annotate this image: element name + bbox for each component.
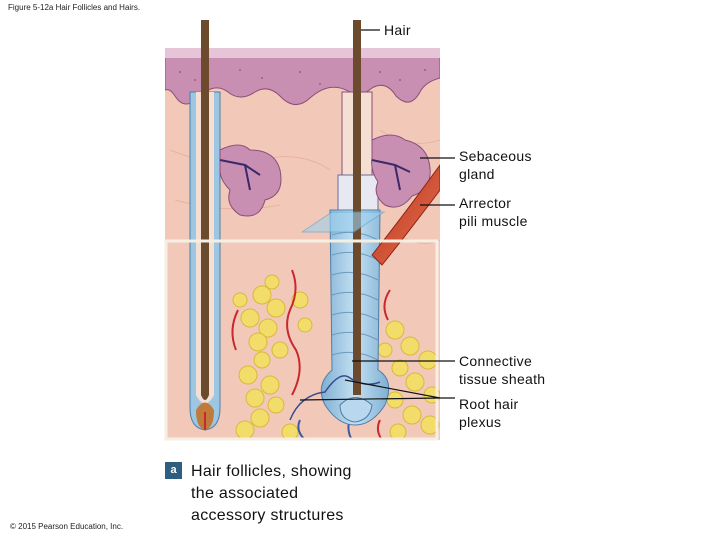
caption-badge: a — [165, 462, 182, 479]
left-sebaceous-gland — [219, 144, 282, 217]
figure-title: Figure 5-12a Hair Follicles and Hairs. — [8, 3, 141, 12]
right-sebaceous-gland — [371, 134, 431, 208]
detail-box — [164, 239, 439, 441]
leader-lines — [299, 29, 455, 401]
label-root-hair-plexus: Root hair plexus — [459, 396, 519, 430]
left-hair-follicle — [189, 48, 221, 431]
figure-caption: Hair follicles, showing the associated a… — [191, 463, 352, 524]
right-hair-follicle — [320, 48, 390, 426]
label-arrector-pili-muscle: Arrector pili muscle — [459, 195, 528, 229]
label-connective-tissue-sheath: Connective tissue sheath — [459, 353, 546, 387]
section-plane — [300, 211, 386, 233]
label-sebaceous-gland: Sebaceous gland — [459, 148, 532, 182]
adipose-tissue — [232, 274, 440, 440]
label-hair: Hair — [384, 22, 411, 38]
copyright-notice: © 2015 Pearson Education, Inc. — [10, 522, 124, 531]
